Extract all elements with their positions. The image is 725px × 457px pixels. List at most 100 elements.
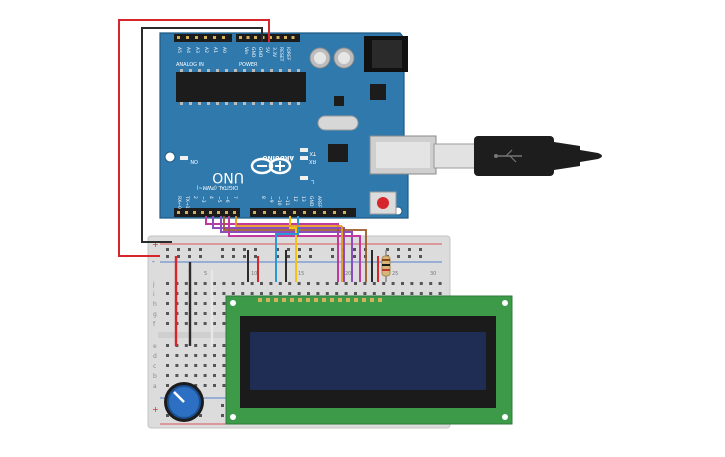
pin-label-ioref: IOREF bbox=[285, 47, 291, 61]
pin-label-d11: ~11 bbox=[284, 196, 290, 206]
terminal-hole bbox=[213, 364, 216, 367]
chip-pin bbox=[252, 69, 255, 72]
rail-hole bbox=[166, 414, 169, 417]
chip-pin bbox=[270, 69, 273, 72]
pin-label-5v: 5V bbox=[264, 47, 270, 54]
rail-hole bbox=[177, 248, 180, 251]
rail-hole bbox=[232, 248, 235, 251]
chip-pins bbox=[180, 69, 300, 105]
terminal-hole bbox=[410, 282, 414, 285]
reset-button-cap[interactable] bbox=[377, 197, 389, 209]
terminal-hole bbox=[419, 282, 423, 285]
row-letter: c bbox=[153, 363, 156, 370]
wire-purple-2[interactable] bbox=[220, 216, 353, 282]
usb-cable[interactable] bbox=[433, 136, 602, 176]
header-pin bbox=[254, 36, 257, 39]
wire-orange[interactable] bbox=[235, 216, 342, 227]
wire-magenta[interactable] bbox=[205, 216, 339, 282]
wire-5v-red[interactable] bbox=[118, 19, 270, 257]
chip-pin bbox=[261, 102, 264, 105]
wire-gnd-black[interactable] bbox=[141, 27, 263, 243]
pin-label-gnd: GND bbox=[250, 47, 256, 58]
terminal-hole bbox=[222, 344, 226, 347]
terminal-hole bbox=[231, 282, 235, 285]
led-l bbox=[300, 176, 308, 180]
header-pin bbox=[239, 36, 242, 39]
header-pin bbox=[273, 211, 276, 214]
terminal-hole bbox=[184, 364, 188, 367]
lcd-pin bbox=[338, 298, 342, 302]
row-letter: h bbox=[153, 301, 157, 308]
terminal-hole bbox=[166, 374, 169, 377]
dc-jack-inner bbox=[372, 40, 402, 68]
chip-pin bbox=[297, 69, 300, 72]
pin-label-d13: 13 bbox=[300, 196, 306, 202]
pin-label-d1: TX→1 bbox=[184, 195, 190, 209]
rail-hole bbox=[287, 248, 290, 251]
rail-hole bbox=[254, 248, 257, 251]
header-pin bbox=[233, 211, 236, 214]
terminal-hole bbox=[203, 322, 207, 325]
chip-pin bbox=[198, 69, 201, 72]
wire-blue[interactable] bbox=[275, 216, 299, 282]
terminal-hole bbox=[166, 302, 169, 305]
terminal-hole bbox=[382, 282, 386, 285]
terminal-hole bbox=[222, 374, 226, 377]
terminal-hole bbox=[222, 322, 226, 325]
terminal-hole bbox=[372, 282, 376, 285]
terminal-hole bbox=[194, 282, 198, 285]
terminal-hole bbox=[184, 374, 188, 377]
lcd-pin bbox=[354, 298, 358, 302]
terminal-hole bbox=[269, 282, 273, 285]
terminal-hole bbox=[297, 282, 301, 285]
lcd-mount-hole bbox=[230, 300, 236, 306]
terminal-hole bbox=[166, 344, 169, 347]
wire-purple[interactable] bbox=[212, 216, 345, 282]
lcd-16x2-module[interactable] bbox=[225, 295, 513, 425]
chip-pin bbox=[270, 102, 273, 105]
microcontroller-chip bbox=[176, 72, 306, 102]
terminal-hole bbox=[194, 384, 198, 387]
wire-magenta-2[interactable] bbox=[228, 216, 361, 282]
rail-hole bbox=[188, 248, 191, 251]
terminal-hole bbox=[344, 292, 348, 295]
col-number: 10 bbox=[251, 271, 257, 277]
arduino-logo-icon bbox=[250, 157, 292, 175]
model-label: UNO bbox=[212, 169, 244, 185]
wire-yellow[interactable] bbox=[289, 216, 297, 282]
potentiometer-icon[interactable] bbox=[164, 382, 204, 422]
mount-hole bbox=[164, 151, 176, 163]
terminal-hole bbox=[335, 292, 339, 295]
terminal-hole bbox=[222, 384, 226, 387]
header-pin bbox=[333, 211, 336, 214]
header-pin bbox=[293, 211, 296, 214]
lcd-pin bbox=[290, 298, 294, 302]
chip-pin bbox=[198, 102, 201, 105]
pin-label-d9: ~9 bbox=[268, 196, 274, 203]
lcd-mount-hole bbox=[502, 300, 508, 306]
terminal-hole bbox=[241, 292, 245, 295]
led-on bbox=[180, 156, 188, 160]
terminal-hole bbox=[203, 312, 207, 315]
rail-hole bbox=[243, 248, 246, 251]
rail-hole bbox=[397, 255, 400, 258]
pin-label-d3: ~3 bbox=[200, 196, 206, 203]
resistor[interactable] bbox=[381, 250, 391, 282]
terminal-hole bbox=[194, 322, 198, 325]
rx-label: RX bbox=[309, 158, 316, 164]
header-pin bbox=[323, 211, 326, 214]
terminal-hole bbox=[288, 282, 292, 285]
terminal-hole bbox=[260, 282, 263, 285]
terminal-hole bbox=[429, 292, 433, 295]
crystal-oscillator bbox=[317, 115, 359, 131]
rail-minus-label: - bbox=[152, 257, 155, 266]
usb-strain-relief bbox=[554, 142, 580, 170]
arduino-uno-board[interactable]: Vin GND GND 5V 3.3V RESET IOREF POWER A5… bbox=[159, 32, 437, 219]
pin-label-aref: AREF bbox=[316, 196, 322, 208]
col-number: 5 bbox=[204, 271, 207, 277]
terminal-hole bbox=[382, 292, 386, 295]
capacitor-top bbox=[314, 52, 326, 64]
terminal-hole bbox=[203, 282, 207, 285]
terminal-hole bbox=[222, 364, 226, 367]
